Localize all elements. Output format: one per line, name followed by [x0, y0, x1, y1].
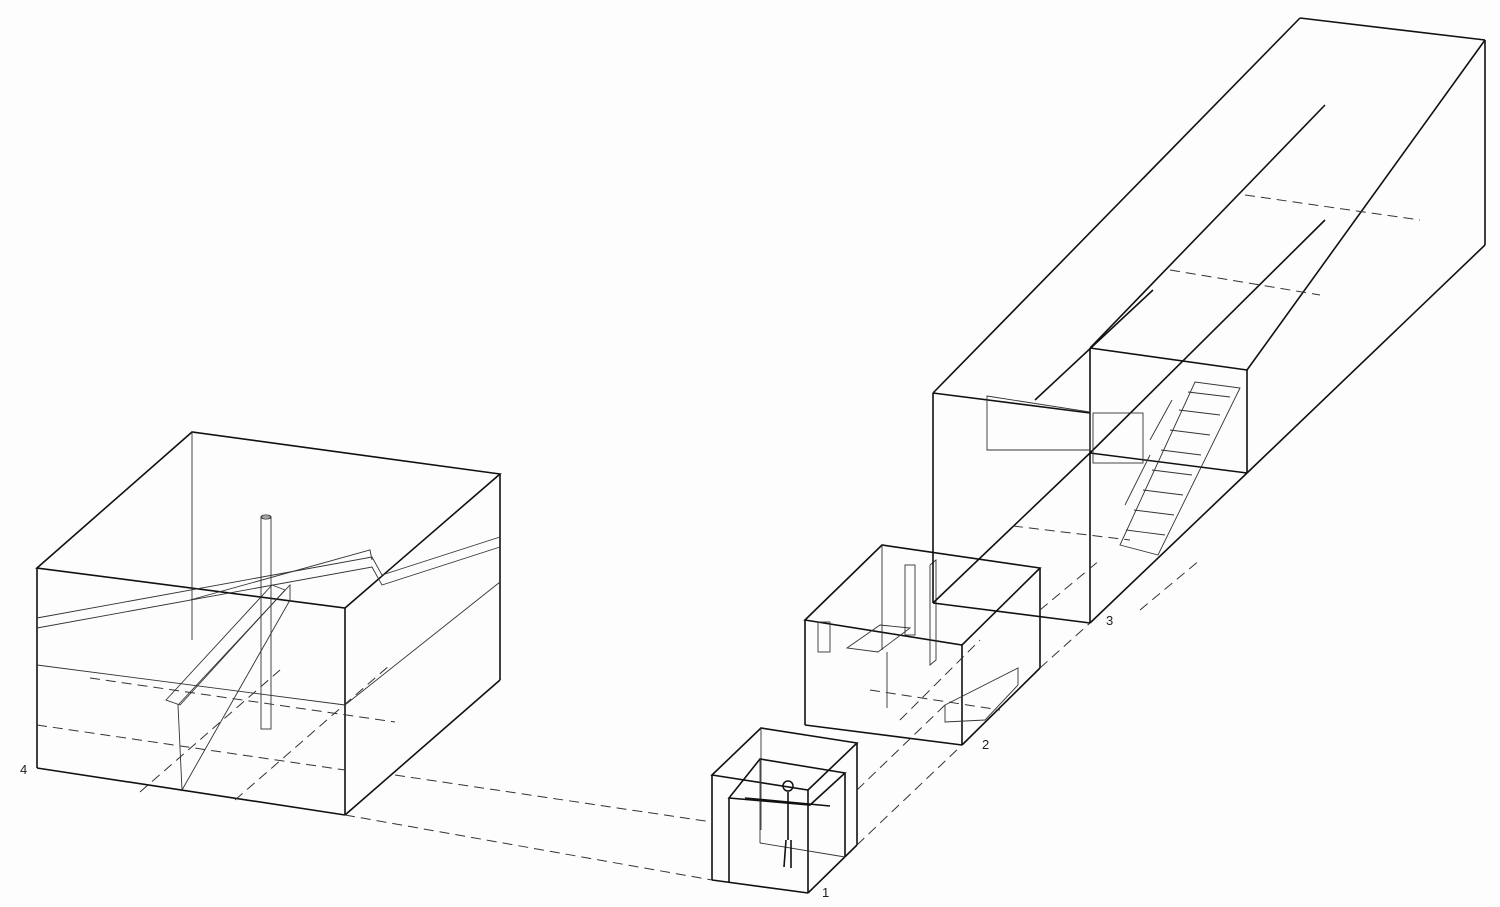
edge [932, 602, 1091, 624]
label-room-3: 3 [1106, 613, 1114, 628]
drawing-line [1160, 449, 1202, 456]
connector [344, 814, 713, 881]
grid-line [89, 677, 396, 723]
edge [932, 452, 1091, 604]
grid-line [36, 724, 346, 771]
connector [394, 774, 713, 823]
edge [1089, 472, 1248, 624]
edge [1246, 244, 1486, 474]
edge [804, 724, 963, 746]
edge [1246, 39, 1486, 371]
door-frame [929, 559, 937, 666]
room-3 [932, 17, 1486, 624]
label-room-1: 1 [822, 885, 830, 900]
table [845, 624, 912, 653]
edge [344, 679, 501, 816]
grid-line [1244, 194, 1421, 221]
drawing-line [783, 839, 787, 868]
room-2 [803, 544, 1042, 746]
room-1-top [710, 727, 859, 791]
connector [1039, 622, 1091, 669]
connector [1039, 559, 1101, 611]
room-1 [710, 727, 859, 894]
edge [1089, 104, 1326, 349]
floor-line [344, 581, 501, 706]
edge [1089, 452, 1248, 474]
ramp-edge [36, 536, 501, 619]
drawing-line [1119, 381, 1241, 556]
edge [961, 667, 1041, 746]
window [817, 621, 831, 653]
balcony-railing [1092, 412, 1144, 464]
drawing-line [1151, 469, 1193, 476]
edge [932, 17, 1301, 394]
staircase [1119, 381, 1241, 556]
ramp-edge [36, 546, 501, 629]
edge [711, 879, 809, 894]
grid-line [234, 664, 391, 801]
edge [1034, 289, 1154, 401]
wall-panel [904, 564, 916, 636]
bed [944, 667, 1019, 723]
edge [1089, 347, 1248, 371]
connector [856, 744, 963, 846]
stair-ramp [165, 584, 286, 706]
grid-line [1012, 525, 1131, 541]
column-top [260, 514, 272, 520]
ramp-back [189, 549, 373, 601]
drawing-line [1142, 489, 1184, 496]
drawing-line [1124, 399, 1173, 506]
balcony-panel [986, 395, 1091, 451]
floor-line [36, 664, 346, 706]
drawing-line [1187, 391, 1231, 398]
drawing-line [1178, 409, 1221, 416]
drawing-line [1169, 429, 1211, 436]
connector-lines [344, 559, 1201, 881]
label-room-4: 4 [20, 762, 28, 777]
drawing-line [782, 780, 794, 792]
grid-line [899, 639, 981, 721]
edge [807, 844, 858, 894]
edge [36, 767, 346, 816]
edge [1299, 17, 1486, 41]
human-figure [744, 780, 831, 868]
edge [932, 392, 1091, 414]
room-4 [35, 431, 502, 816]
room-4-top [35, 431, 502, 609]
drawing-line [1133, 509, 1175, 516]
label-room-2: 2 [982, 737, 990, 752]
stair-ramp-side [177, 583, 291, 792]
connector [856, 704, 946, 791]
connector [1139, 559, 1201, 611]
room-2-top [803, 544, 1042, 646]
grid-line [1169, 269, 1321, 296]
column [260, 516, 272, 730]
edge [759, 842, 846, 858]
grid-line [869, 689, 1001, 711]
edge [1089, 219, 1326, 454]
drawing-line [1125, 529, 1166, 536]
